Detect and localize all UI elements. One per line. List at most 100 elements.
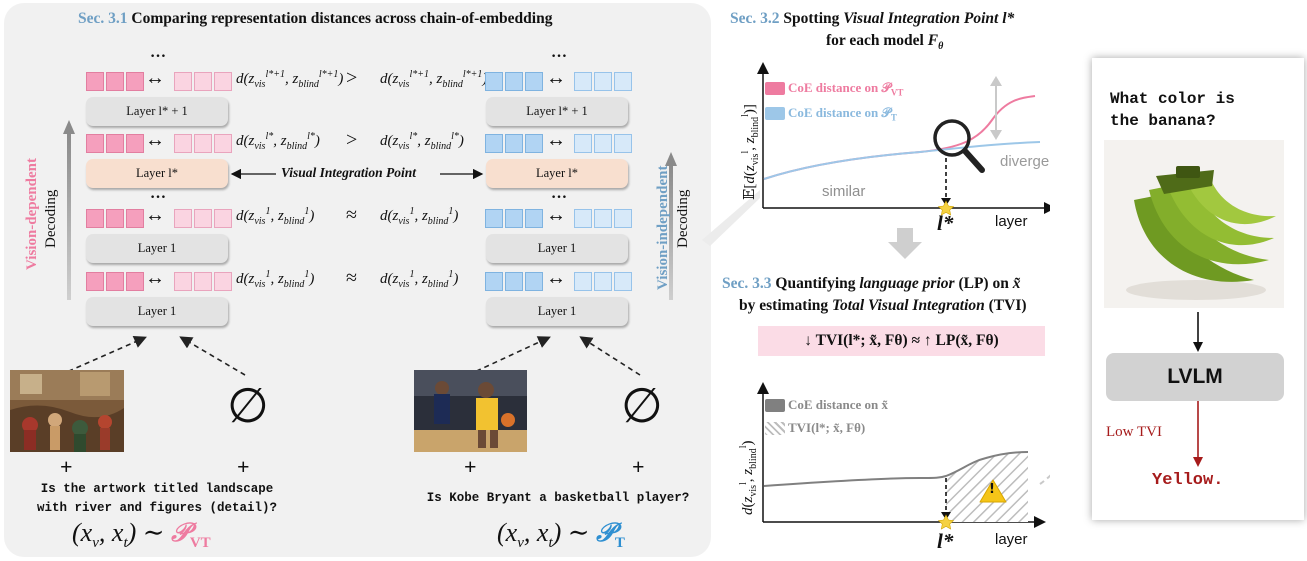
- relation-approx-b: ≈: [346, 267, 357, 289]
- layer-lstar-left: Layer l*: [86, 159, 228, 188]
- empty-set-right: ∅: [621, 378, 663, 434]
- artwork-image: [10, 370, 124, 452]
- embedding-blind-l1b-right: [574, 272, 634, 291]
- plus-sign: +: [237, 454, 250, 479]
- embedding-blind-l1a: [174, 209, 234, 228]
- question-artwork: Is the artwork titled landscape with riv…: [36, 482, 278, 515]
- answer-text: Yellow.: [1152, 471, 1224, 490]
- basketball-image: [414, 370, 527, 452]
- down-arrow: [888, 228, 922, 259]
- relation-gt-mid: >: [346, 129, 358, 151]
- distance-l1b-left: d(zvis1, zblind1): [236, 269, 315, 290]
- decoding-label-right: Decoding: [675, 189, 691, 248]
- legend-swatch-tvi: [765, 422, 785, 435]
- sec32-heading: Sec. 3.2 Spotting Visual Integration Poi…: [730, 10, 1015, 27]
- legend-coe: CoE distance on x̃: [788, 397, 889, 412]
- distance-mid-left: d(zvisl*, zblindl*): [236, 131, 320, 152]
- compare-arrow: ↔: [145, 204, 165, 226]
- decoding-arrow-right: [665, 152, 677, 300]
- visual-integration-arrows: [230, 168, 484, 180]
- embedding-vis-mid: [86, 134, 146, 153]
- embedding-vis-top-right: [485, 72, 545, 91]
- label-similar: similar: [822, 183, 866, 200]
- distance-l1a-right: d(zvis1, zblind1): [380, 206, 459, 227]
- distance-mid-right: d(zvisl*, zblindl*): [380, 131, 464, 152]
- lvlm-box: LVLM: [1106, 353, 1284, 401]
- vision-dependent-label: Vision-dependent: [24, 158, 40, 270]
- compare-arrow: ↔: [546, 67, 566, 89]
- relation-approx-a: ≈: [346, 204, 357, 226]
- yaxis-label-32: 𝔼[d(zvisl, zblindl)]: [740, 104, 761, 200]
- legend-t: CoE distance on 𝒫T: [788, 105, 897, 123]
- legend-swatch-vt: [765, 82, 785, 95]
- compare-arrow: ↔: [546, 129, 566, 151]
- arrow-to-lvlm: [1193, 312, 1203, 352]
- legend-swatch-t: [765, 107, 785, 120]
- distance-top-left: d(zvisl*+1, zblindl*+1): [236, 69, 344, 90]
- plus-sign: +: [632, 454, 645, 479]
- ellipsis-left-mid: …: [150, 185, 167, 202]
- visual-integration-point-label: Visual Integration Point: [281, 165, 417, 180]
- sec31-title: Comparing representation distances acros…: [131, 10, 553, 27]
- embedding-vis-l1b-right: [485, 272, 545, 291]
- compare-arrow: ↔: [145, 129, 165, 151]
- legend-swatch-coe: [765, 399, 785, 412]
- layer-1-upper-left: Layer 1: [86, 234, 228, 263]
- embedding-vis-l1a: [86, 209, 146, 228]
- input-dashed-arrows: [60, 336, 641, 376]
- embedding-blind-mid-right: [574, 134, 634, 153]
- banana-question: What color is the banana?: [1110, 90, 1235, 130]
- embedding-vis-l1b: [86, 272, 146, 291]
- sec33-heading: Sec. 3.3 Quantifying language prior (LP)…: [722, 275, 1021, 292]
- embedding-blind-l1b: [174, 272, 234, 291]
- distance-l1a-left: d(zvis1, zblind1): [236, 206, 315, 227]
- layer-lstar-right: Layer l*: [486, 159, 628, 188]
- layer-1-lower-left: Layer 1: [86, 297, 228, 326]
- empty-set-left: ∅: [227, 378, 269, 434]
- ellipsis-left-top: …: [150, 44, 167, 61]
- banana-image: [1104, 140, 1284, 308]
- compare-arrow: ↔: [546, 267, 566, 289]
- lstar-label-32: l*: [937, 211, 954, 235]
- embedding-blind-top: [174, 72, 234, 91]
- question-kobe: Is Kobe Bryant a basketball player?: [426, 491, 690, 505]
- xaxis-label-33: layer: [995, 531, 1028, 548]
- embedding-blind-l1a-right: [574, 209, 634, 228]
- compare-arrow: ↔: [145, 67, 165, 89]
- arrow-to-answer: [1193, 401, 1203, 467]
- pair-label-t: (xv, xt) ∼ 𝒫T: [497, 518, 625, 552]
- lstar-label-33: l*: [937, 529, 954, 553]
- xaxis-label-32: layer: [995, 213, 1028, 230]
- layer-lstar-plus-1-right: Layer l* + 1: [486, 97, 628, 126]
- tvi-lp-formula: ↓ TVI(l*; x̃, Fθ) ≈ ↑ LP(x̃, Fθ): [758, 326, 1045, 356]
- distance-top-right: d(zvisl*+1, zblindl*+1): [380, 69, 487, 90]
- embedding-vis-l1a-right: [485, 209, 545, 228]
- ellipsis-right-mid: …: [551, 185, 568, 202]
- distance-l1b-right: d(zvis1, zblind1): [380, 269, 459, 290]
- ellipsis-right-top: …: [551, 44, 568, 61]
- low-tvi-label: Low TVI: [1106, 424, 1162, 440]
- layer-1-upper-right: Layer 1: [486, 234, 628, 263]
- panel-connector: [702, 190, 760, 246]
- decoding-arrow-left: [63, 120, 75, 300]
- pair-label-vt: (xv, xt) ∼ 𝒫VT: [72, 518, 211, 552]
- layer-1-lower-right: Layer 1: [486, 297, 628, 326]
- compare-arrow: ↔: [546, 204, 566, 226]
- plus-sign: +: [60, 454, 73, 479]
- chart-tvi: [757, 382, 1050, 530]
- label-diverge: diverge: [1000, 153, 1050, 170]
- warning-icon: !: [989, 482, 995, 497]
- embedding-vis-top: [86, 72, 146, 91]
- example-panel: What color is the banana? LVLM Low TVI Y…: [1092, 58, 1304, 520]
- sec31-heading: Sec. 3.1 Comparing representation distan…: [78, 10, 552, 28]
- yaxis-label-33: d(zvisl, zblindl): [738, 440, 759, 515]
- compare-arrow: ↔: [145, 267, 165, 289]
- legend-vt: CoE distance on 𝒫VT: [788, 80, 904, 98]
- legend-tvi: TVI(l*; x̃, Fθ): [788, 420, 866, 435]
- relation-gt-top: >: [346, 67, 358, 89]
- layer-lstar-plus-1-left: Layer l* + 1: [86, 97, 228, 126]
- vision-independent-label: Vision-independent: [655, 165, 671, 290]
- embedding-vis-mid-right: [485, 134, 545, 153]
- plus-sign: +: [464, 454, 477, 479]
- embedding-blind-top-right: [574, 72, 634, 91]
